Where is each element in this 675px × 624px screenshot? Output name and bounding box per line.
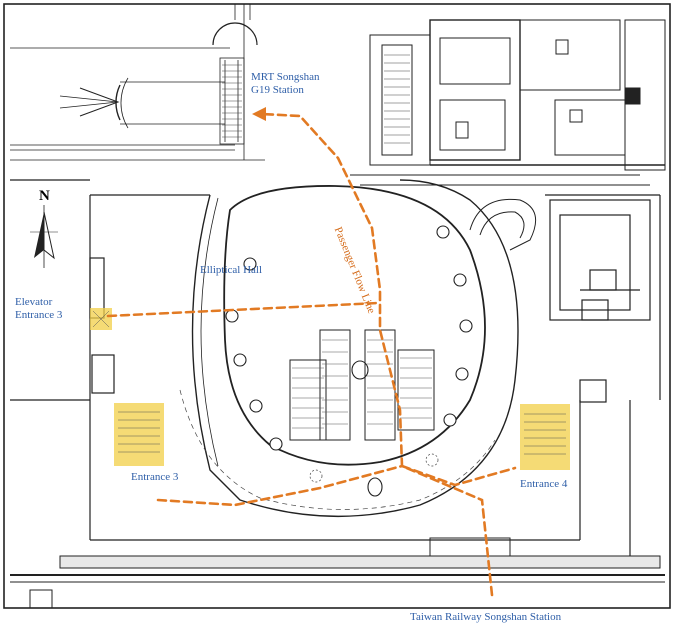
north-label: N	[39, 188, 50, 204]
elliptical-hall-label: Elliptical Hall	[200, 264, 263, 276]
dashed-circles	[309, 453, 439, 483]
taiwan-railway-label: Taiwan Railway Songshan Station	[410, 611, 562, 623]
dashed-circulation	[179, 389, 496, 510]
mrt-platform-drawing	[10, 4, 265, 161]
entrance-3-label: Entrance 3	[131, 471, 179, 483]
spiral-stair	[469, 198, 537, 251]
mrt-station-label-line2: G19 Station	[251, 84, 304, 96]
north-arrow-icon	[30, 205, 58, 268]
mrt-station-label: MRT Songshan G19 Station	[251, 71, 320, 97]
inner-ellipse	[223, 185, 486, 466]
elevator-label: Elevator Entrance 3	[15, 296, 62, 322]
entrance-4-label: Entrance 4	[520, 478, 568, 490]
right-building-stair-ticks	[384, 54, 410, 144]
bottom-strip	[10, 537, 665, 609]
entrance-3-highlight	[114, 403, 164, 466]
right-building-drawing	[350, 19, 666, 186]
escalator-steps	[292, 339, 432, 429]
mrt-stair-ticks	[222, 64, 242, 138]
mrt-station-label-line1: MRT Songshan	[251, 71, 320, 83]
passenger-flow-lines	[106, 112, 517, 597]
columns	[225, 225, 473, 497]
flow-line-entrance-4	[400, 464, 517, 487]
outer-frame	[3, 3, 671, 609]
flow-arrowhead	[252, 107, 266, 121]
flow-line-main	[260, 112, 494, 597]
flow-line-entrance-3	[156, 464, 404, 507]
concourse-walls	[10, 179, 661, 560]
elliptical-hall-wall	[191, 179, 519, 518]
elevator-label-line2: Entrance 3	[15, 309, 63, 321]
highlight-stair-lines	[92, 310, 566, 455]
entrance-4-highlight	[520, 404, 570, 470]
elliptical-hall-wall-inner	[200, 197, 219, 467]
elevator-label-line1: Elevator	[15, 296, 53, 308]
flow-line-elevator	[106, 301, 380, 318]
escalators	[289, 329, 435, 441]
